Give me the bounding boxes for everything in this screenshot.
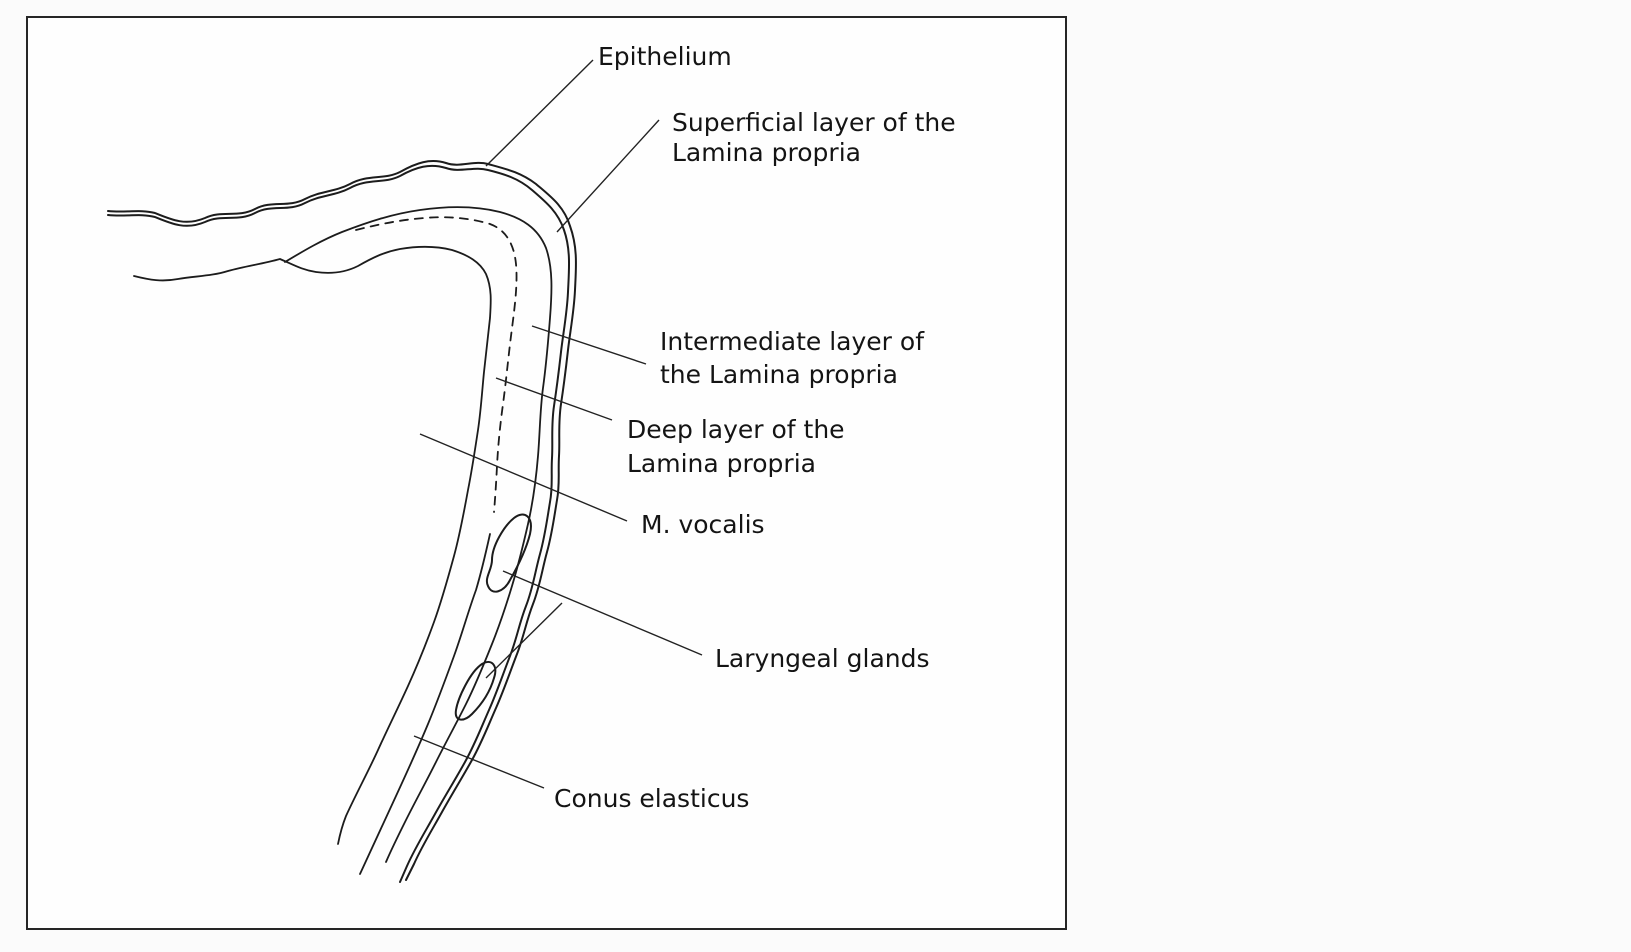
glands-leader-branch <box>485 602 563 679</box>
label-conus-elasticus: Conus elasticus <box>554 784 749 813</box>
superficial-layer-boundary <box>284 206 553 863</box>
vocalis-leader <box>419 433 628 522</box>
label-laryngeal-glands: Laryngeal glands <box>715 644 930 673</box>
label-intermediate-line1: Intermediate layer of <box>660 327 925 356</box>
intermediate-deep-dashed-boundary <box>355 216 518 513</box>
conus-leader <box>413 735 545 789</box>
superficial-leader <box>556 119 660 233</box>
label-epithelium: Epithelium <box>598 42 732 71</box>
conus-elasticus-line <box>359 533 491 875</box>
figure-frame <box>26 16 1067 930</box>
intermediate-leader <box>531 325 647 365</box>
epithelium-outer-line <box>107 160 577 881</box>
deep-leader <box>495 377 613 421</box>
vocalis-border-line <box>133 245 492 845</box>
label-deep-line2: Lamina propria <box>627 449 816 478</box>
label-superficial-line1: Superficial layer of the <box>672 108 956 137</box>
epithelium-inner-line <box>107 164 571 883</box>
epithelium-leader <box>485 59 594 167</box>
label-vocalis: M. vocalis <box>641 510 765 539</box>
label-superficial-line2: Lamina propria <box>672 138 861 167</box>
glands-leader-main <box>502 570 703 656</box>
label-intermediate-line2: the Lamina propria <box>660 360 898 389</box>
laryngeal-gland-upper <box>485 513 532 593</box>
label-deep-line1: Deep layer of the <box>627 415 845 444</box>
